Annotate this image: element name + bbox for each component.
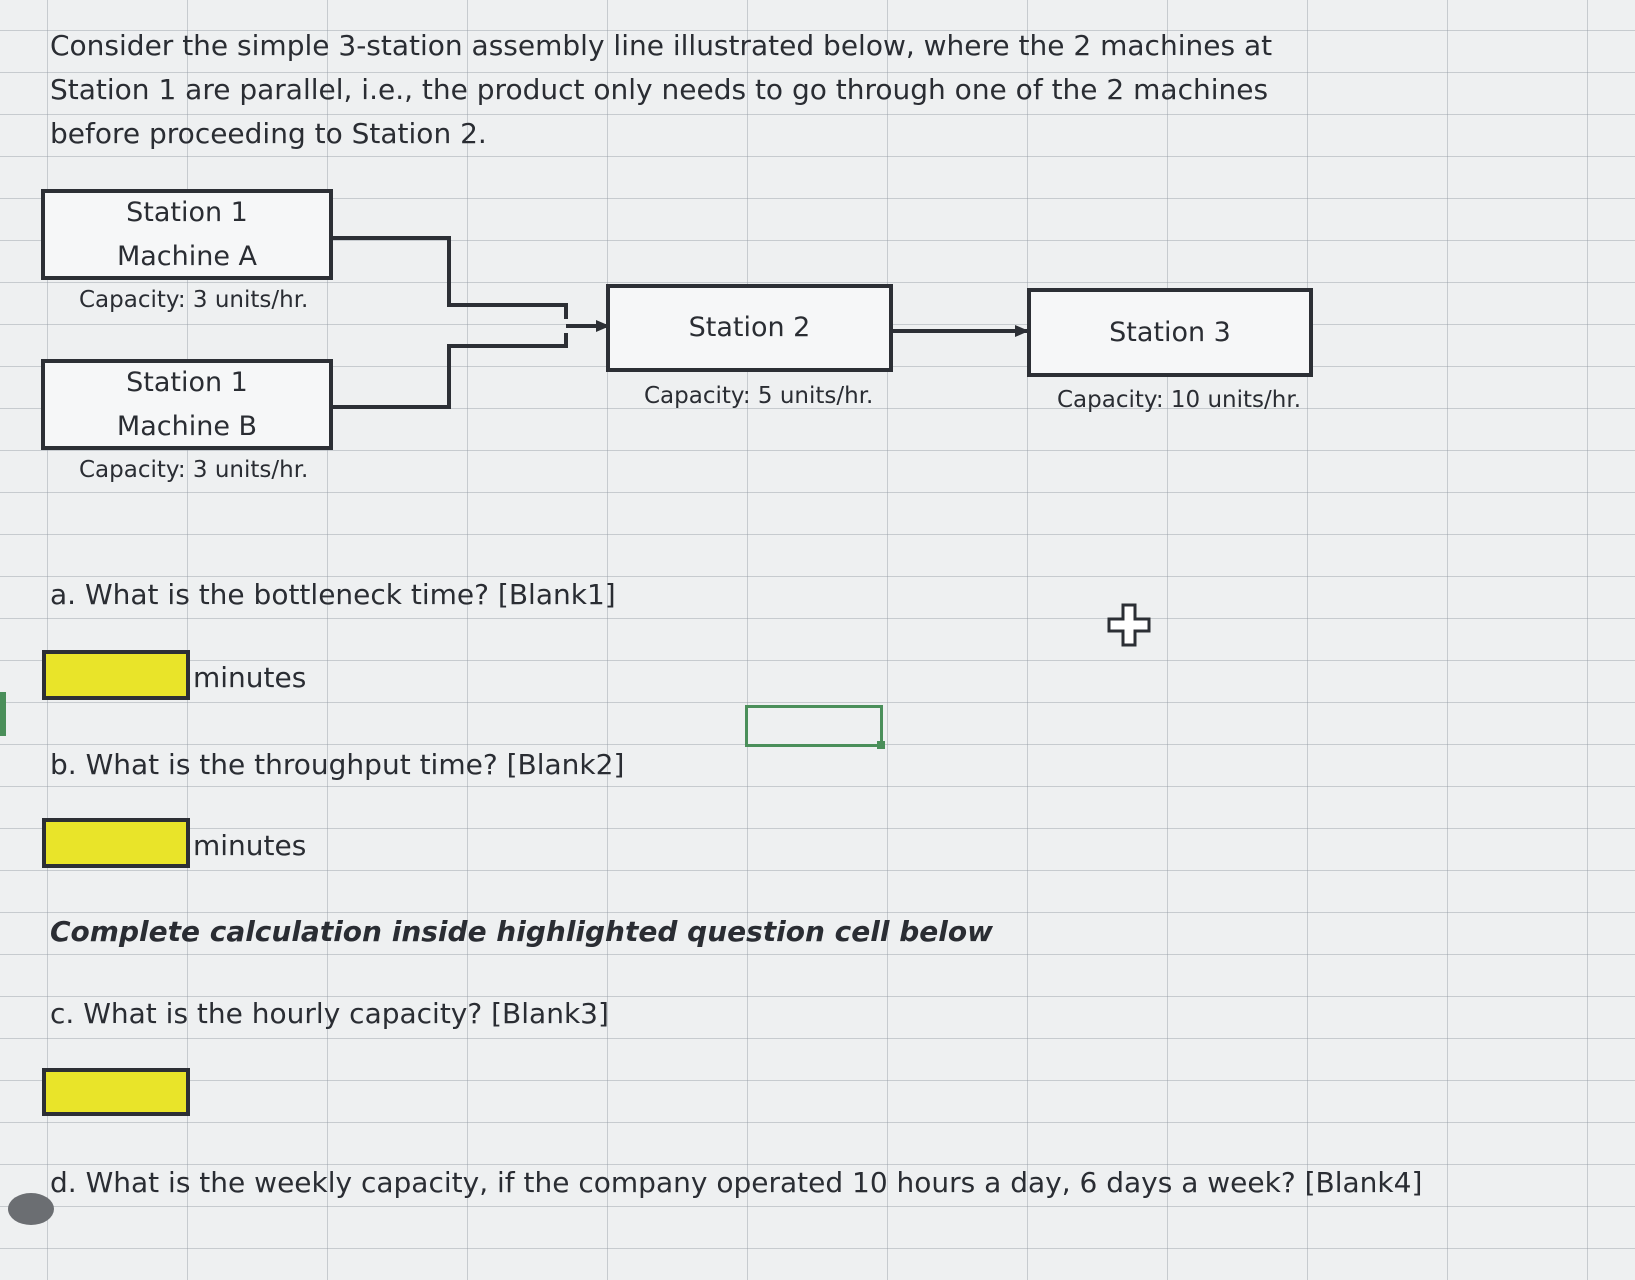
machine-a-station-label: Station 1 (126, 196, 248, 228)
machine-b-capacity: Capacity: 3 units/hr. (79, 457, 309, 483)
touch-pointer-icon (8, 1193, 54, 1225)
blank1-answer-cell[interactable] (42, 650, 190, 700)
question-d: d. What is the weekly capacity, if the c… (50, 1166, 1423, 1199)
connector-machine-b (332, 333, 568, 409)
station3-label: Station 3 (1109, 316, 1231, 348)
selected-cell[interactable] (745, 705, 883, 747)
fill-handle[interactable] (877, 741, 885, 749)
connector-machine-a (332, 236, 568, 319)
question-b: b. What is the throughput time? [Blank2] (50, 748, 625, 781)
station2-box: Station 2 (606, 284, 893, 372)
station2-capacity: Capacity: 5 units/hr. (644, 383, 874, 409)
station1-machine-b-box: Station 1 Machine B (41, 359, 333, 450)
station1-machine-a-box: Station 1 Machine A (41, 189, 333, 280)
question-a: a. What is the bottleneck time? [Blank1] (50, 578, 616, 611)
calculation-note: Complete calculation inside highlighted … (50, 915, 993, 948)
blank2-answer-cell[interactable] (42, 818, 190, 868)
station3-box: Station 3 (1027, 288, 1313, 377)
machine-a-capacity: Capacity: 3 units/hr. (79, 287, 309, 313)
intro-text: Consider the simple 3-station assembly l… (50, 29, 1273, 150)
plus-cursor-icon (1107, 603, 1151, 651)
question-c: c. What is the hourly capacity? [Blank3] (50, 997, 609, 1030)
machine-b-name: Machine B (116, 410, 258, 442)
machine-a-name: Machine A (116, 240, 258, 272)
question-b-unit: minutes (193, 829, 307, 862)
blank3-answer-cell[interactable] (42, 1068, 190, 1116)
question-a-unit: minutes (193, 661, 307, 694)
machine-b-station-label: Station 1 (126, 366, 248, 398)
station3-capacity: Capacity: 10 units/hr. (1057, 387, 1302, 413)
station2-label: Station 2 (688, 312, 811, 343)
row-indicator (0, 692, 6, 736)
